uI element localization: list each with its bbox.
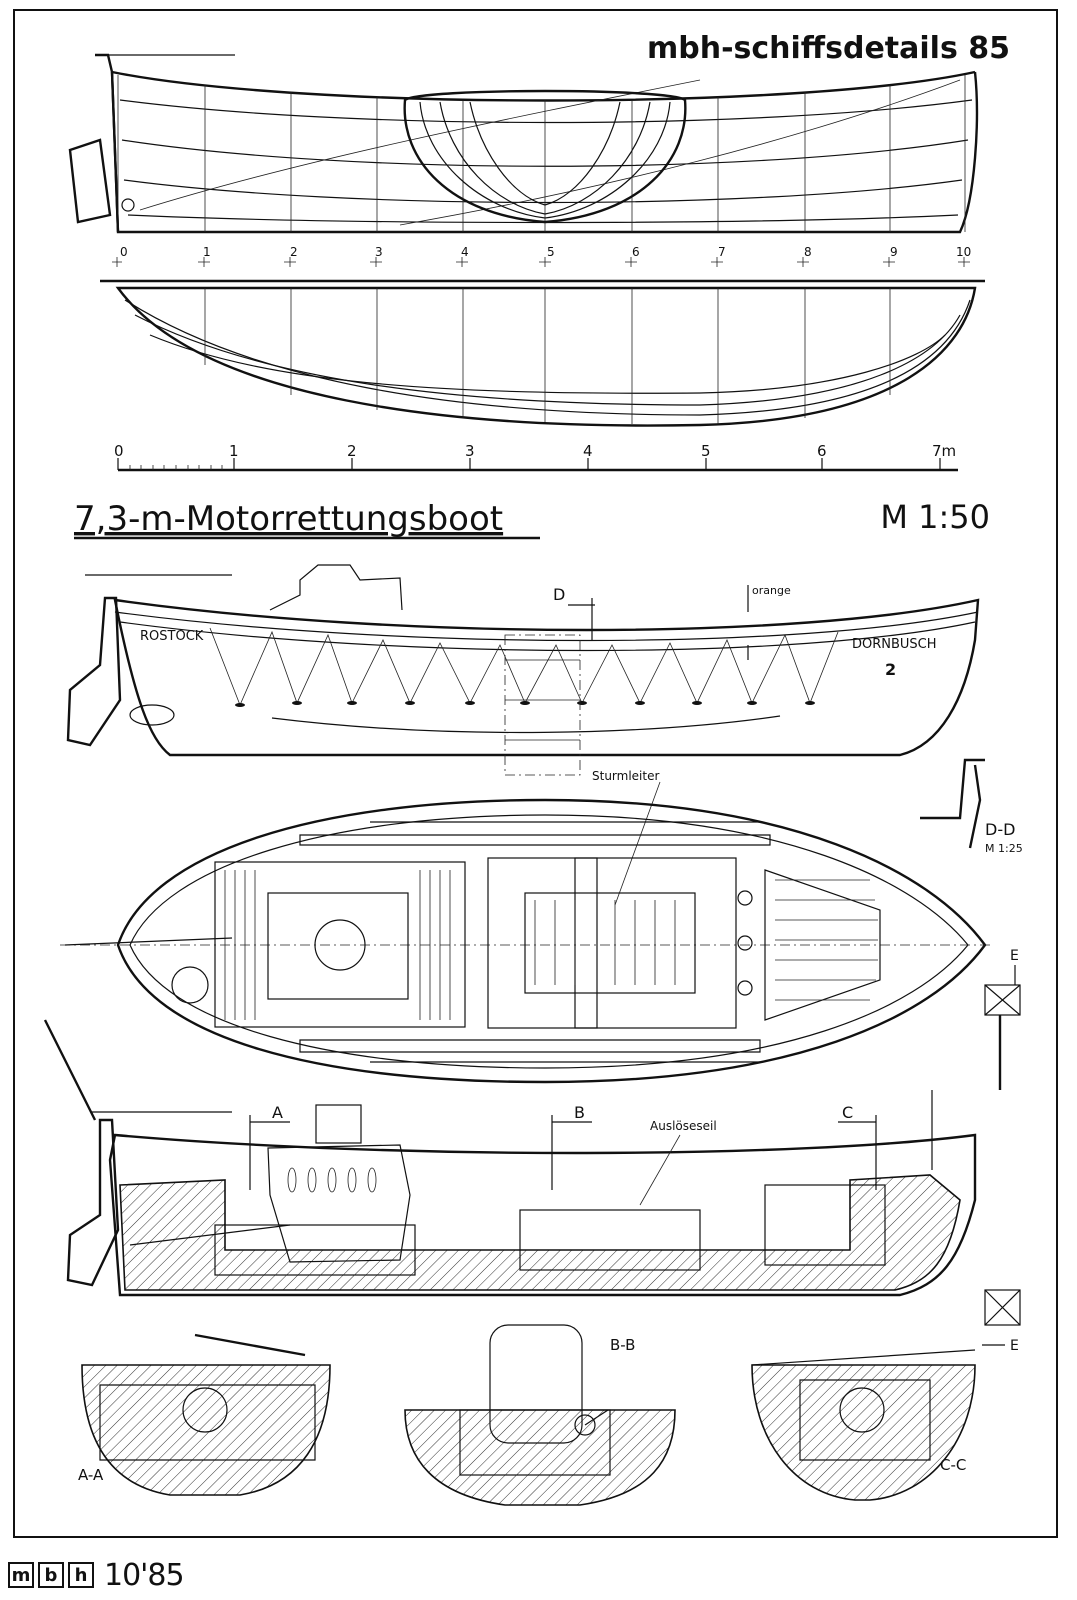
detail-dd-scale: M 1:25 bbox=[985, 842, 1023, 855]
station-label: 4 bbox=[461, 245, 469, 259]
cross-section-cc: C-C bbox=[751, 1349, 976, 1501]
hull-name-port: ROSTOCK bbox=[140, 629, 204, 644]
section-marker-c: C bbox=[842, 1103, 853, 1122]
station-number-row: 0 1 2 3 4 5 6 7 8 9 10 bbox=[112, 245, 971, 267]
scale-label: 3 bbox=[465, 442, 475, 460]
logo-letter-m: m bbox=[8, 1562, 34, 1588]
station-label: 3 bbox=[375, 245, 383, 259]
view-arrow-e-lower: E bbox=[982, 1289, 1021, 1354]
arrow-e-label: E bbox=[1010, 948, 1019, 964]
section-marker-d: D bbox=[553, 585, 565, 604]
release-line-label: Auslöseseil bbox=[650, 1119, 717, 1133]
station-label: 10 bbox=[956, 245, 971, 259]
ladder-label: Sturmleiter bbox=[592, 769, 659, 783]
page-frame bbox=[13, 9, 1058, 1538]
view-arrow-e: E bbox=[984, 948, 1021, 1090]
scale-label: 5 bbox=[701, 442, 711, 460]
arrow-e2-label: E bbox=[1010, 1338, 1019, 1354]
station-label: 7 bbox=[718, 245, 726, 259]
scale-label: 1 bbox=[229, 442, 239, 460]
station-label: 0 bbox=[120, 245, 128, 259]
lines-plan-half-breadth bbox=[100, 279, 985, 427]
detail-dd-label: D-D bbox=[985, 820, 1015, 839]
section-bb-label: B-B bbox=[610, 1336, 635, 1354]
scale-label: 7m bbox=[932, 442, 956, 460]
boat-number: 2 bbox=[885, 660, 896, 679]
issue-number: 10'85 bbox=[104, 1557, 185, 1593]
section-aa-label: A-A bbox=[78, 1466, 104, 1484]
footer: m b h 10'85 bbox=[8, 1556, 185, 1594]
cross-section-bb: B-B bbox=[404, 1324, 676, 1506]
logo-letter-b: b bbox=[38, 1562, 64, 1588]
station-label: 6 bbox=[632, 245, 640, 259]
station-label: 8 bbox=[804, 245, 812, 259]
scale-label: 6 bbox=[817, 442, 827, 460]
scale-label: 0 bbox=[114, 442, 124, 460]
profile-station-lines bbox=[117, 75, 966, 232]
drawing-scale: M 1:50 bbox=[880, 498, 990, 536]
color-note: orange bbox=[752, 584, 791, 597]
detail-dd: D-D M 1:25 bbox=[920, 758, 1023, 855]
plan-view bbox=[60, 798, 990, 1084]
series-title: mbh-schiffsdetails 85 bbox=[647, 31, 1010, 66]
section-marker-a: A bbox=[272, 1103, 283, 1122]
section-marker-b: B bbox=[574, 1103, 585, 1122]
station-label: 1 bbox=[203, 245, 211, 259]
longitudinal-section: A B C Auslöseseil bbox=[43, 1019, 977, 1297]
logo-letter-h: h bbox=[68, 1562, 94, 1588]
station-label: 5 bbox=[547, 245, 555, 259]
section-cc-label: C-C bbox=[940, 1456, 966, 1474]
lines-plan-profile bbox=[68, 53, 979, 234]
scale-label: 4 bbox=[583, 442, 593, 460]
station-label: 9 bbox=[890, 245, 898, 259]
drawing-title: 7,3-m-Motorrettungsboot bbox=[74, 499, 503, 539]
hull-name-starboard: DORNBUSCH bbox=[852, 637, 937, 652]
side-view: ROSTOCK DORNBUSCH 2 D orange Sturmleiter bbox=[66, 564, 980, 906]
scale-label: 2 bbox=[347, 442, 357, 460]
scale-bar: 0 1 2 3 4 5 6 7m bbox=[114, 442, 958, 472]
station-label: 2 bbox=[290, 245, 298, 259]
cross-section-aa: A-A bbox=[78, 1333, 331, 1496]
